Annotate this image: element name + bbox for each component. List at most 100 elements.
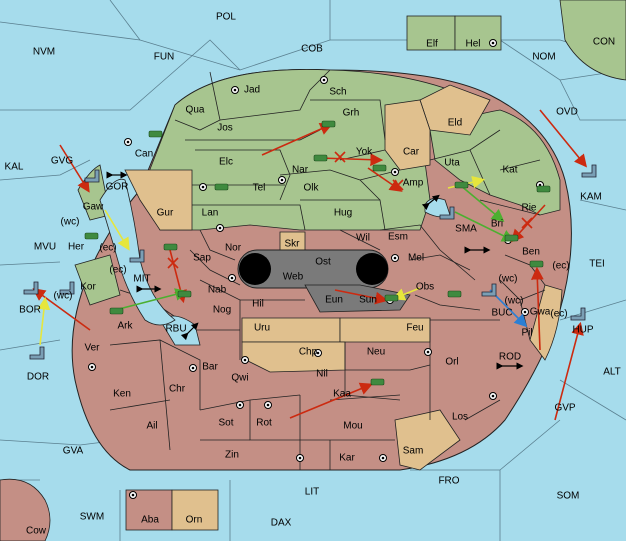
land-label-wil: Wil [356,233,370,244]
land-label-tel: Tel [253,183,266,194]
land-label-hel: Hel [465,39,480,50]
land-label-ost: Ost [315,257,331,268]
lake-end-west [239,253,271,285]
move-arrow [261,123,333,156]
move-arrow [289,382,373,419]
land-label-sot: Sot [218,418,233,429]
green-move-arrow [459,184,505,223]
car-region [384,99,431,171]
land-label-los: Los [452,412,468,423]
land-label-gur: Gur [157,208,174,219]
land-label-rie: Rie [521,203,536,214]
sea-label-rbu: RBU [165,324,186,335]
land-label-sam: Sam [403,446,424,457]
sea-label-bor: BOR [19,305,41,316]
coast-labels: (wc) (ec) (ec) (wc) (wc) (ec) (wc) (ec) [54,217,570,320]
support-arrow [104,209,130,251]
move-arrow [554,321,584,421]
coast-label-ec: (ec) [552,261,569,272]
army-icon [372,164,387,172]
sea-label-fun: FUN [154,52,175,63]
land-label-uta: Uta [444,158,460,169]
sea-label-gvg: GVG [51,156,73,167]
sea-label-dor: DOR [27,372,49,383]
land-label-chr: Chr [169,384,186,395]
sea-label-cob: COB [301,44,323,55]
move-arrow [539,109,588,168]
cow-region [0,478,51,541]
move-arrow [59,144,90,193]
elf-region [406,15,456,51]
land-label-jad: Jad [244,85,260,96]
sea-label-pol: POL [216,12,236,23]
sea-label-swm: SWM [80,512,104,523]
army-icon [313,154,328,162]
land-label-can: Can [135,149,153,160]
sea-label-gva: GVA [63,446,84,457]
land-label-mou: Mou [343,421,362,432]
land-label-skr: Skr [285,239,301,250]
move-arrow [334,289,389,305]
land-label-bar: Bar [202,362,218,373]
sea-label-con: CON [593,37,615,48]
land-label-orn: Orn [186,515,203,526]
army-icon [84,232,99,240]
fleet-icon [129,249,145,263]
land-label-nil: Nil [316,369,328,380]
sea-label-hup: HUP [572,325,593,336]
sea-label-nvm: NVM [33,47,55,58]
army-icon [321,120,336,128]
land-label-hug: Hug [334,208,352,219]
fleet-icon [29,346,45,360]
army-icon [384,294,399,302]
land-label-ail: Ail [146,421,157,432]
sea-label-ovd: OVD [556,107,578,118]
land-label-jos: Jos [217,123,233,134]
sea-label-alt: ALT [603,367,621,378]
move-arrow [367,167,403,192]
fleet-icon [84,169,100,183]
army-icon [177,290,192,298]
army-icon [447,290,462,298]
mit-channel [99,178,176,326]
coast-label-ec: (ec) [99,243,116,254]
fleet-icon [481,283,497,297]
green-move-arrow [114,288,189,311]
land-label-kaa: Kaa [333,389,351,400]
move-arrow [319,153,384,167]
land-label-orl: Orl [445,357,458,368]
lake-end-east [356,253,388,285]
land-label-web: Web [283,272,304,283]
sea-label-cow: Cow [26,526,47,537]
support-arrow [37,296,51,346]
land-label-uru: Uru [254,323,270,334]
land-label-ark: Ark [118,321,134,332]
orn-region [171,489,219,531]
land-label-amp: Amp [403,178,424,189]
fleets [23,164,597,360]
fleet-icon [581,164,597,178]
land-label-eun: Eun [325,295,343,306]
sam-region [394,409,461,471]
land-label-bri: Bri [491,219,503,230]
land-label-eld: Eld [448,118,462,129]
sea-label-gor: GOR [106,182,129,193]
land-label-ken: Ken [113,389,131,400]
land-label-kar: Kar [339,453,355,464]
land-label-aba: Aba [141,515,159,526]
land-label-sun: Sun [359,295,377,306]
army-icon [163,243,178,251]
fleet-icon [23,281,39,295]
coast-label-wc: (wc) [505,296,524,307]
land-label-elc: Elc [219,157,233,168]
land-label-her: Her [68,242,85,253]
land-label-grh: Grh [343,108,360,119]
land-label-hil: Hil [252,299,264,310]
army-icon [148,130,163,138]
land-label-chp: Chp [299,347,318,358]
land-label-gwa: Gwa [530,307,551,318]
land-label-nor: Nor [225,243,242,254]
army-icon [370,378,385,386]
sea-label-lit: LIT [305,487,319,498]
army-icon [214,183,229,191]
